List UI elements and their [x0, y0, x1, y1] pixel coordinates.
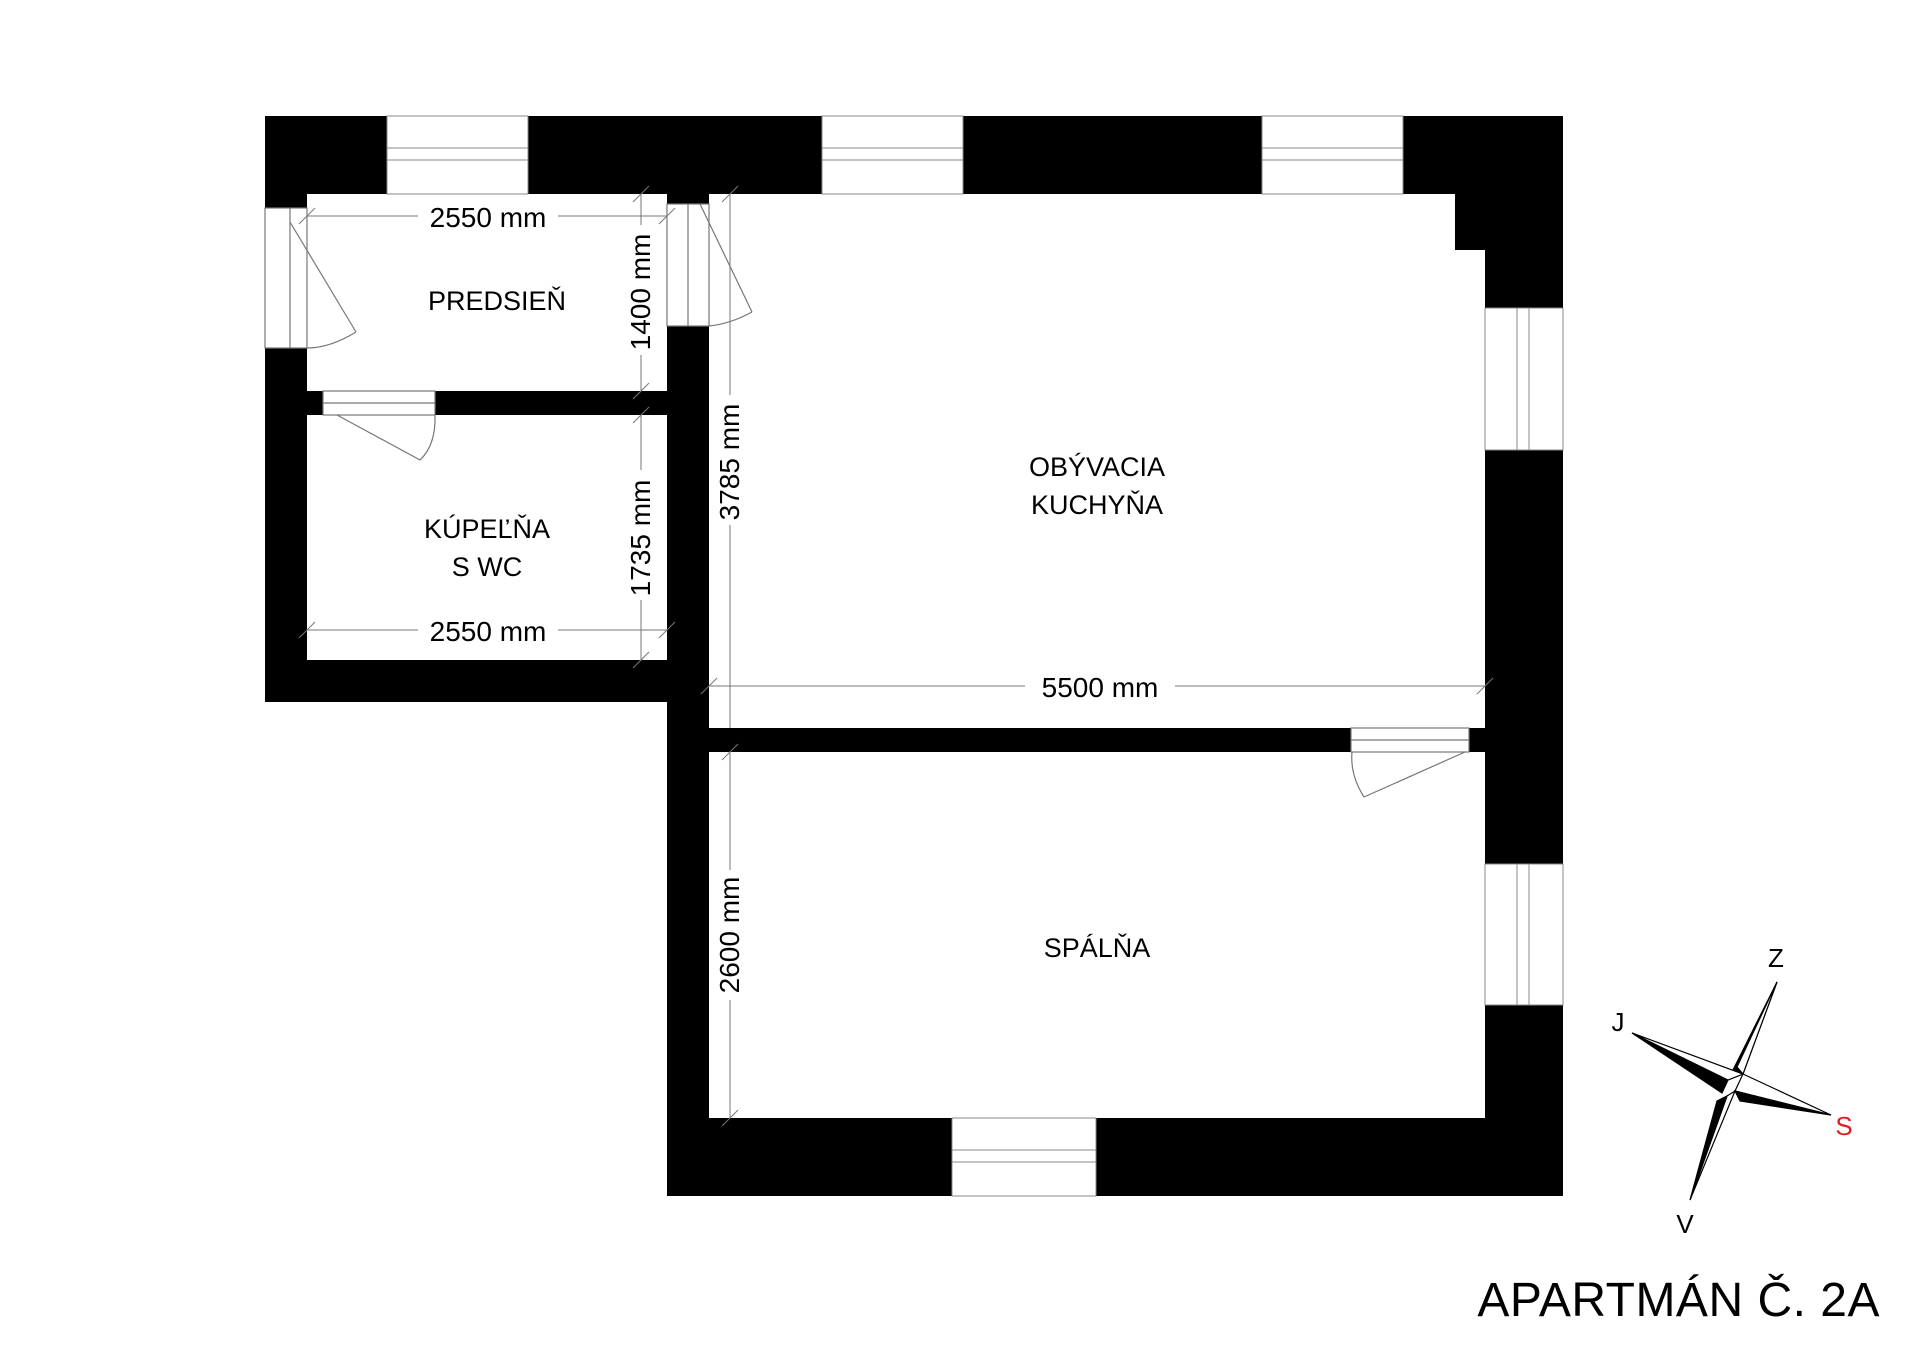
wall-living-bedroom-2 — [1469, 728, 1485, 752]
dimension-lines — [298, 185, 1494, 1127]
wall-corner-pillar-2 — [1485, 194, 1563, 308]
windows — [386, 115, 1564, 1197]
dim-label-backs — [418, 200, 1175, 1000]
room-label-living-2: KUCHYŇA — [1031, 489, 1163, 520]
compass-east-label: S — [1835, 1111, 1852, 1141]
door-entrance — [264, 207, 357, 349]
dim-bath-depth: 1735 mm — [625, 480, 656, 597]
apartment-caption: APARTMÁN Č. 2A — [1477, 1274, 1880, 1327]
window-top-2 — [821, 115, 964, 195]
wall-mid-vertical-2 — [667, 326, 709, 1196]
dim-hall-depth: 1400 mm — [625, 234, 656, 351]
room-label-bath-2: S WC — [452, 552, 523, 582]
door-bedroom — [1350, 727, 1470, 798]
compass-north-label: Z — [1768, 943, 1784, 973]
wall-top-2 — [528, 116, 822, 194]
window-right-1 — [1484, 307, 1564, 451]
wall-top-3 — [963, 116, 1262, 194]
compass-south-label: V — [1676, 1209, 1694, 1239]
window-top-3 — [1261, 115, 1404, 195]
wall-bottom-2 — [1096, 1118, 1563, 1196]
dim-living-depth: 3785 mm — [714, 404, 745, 521]
window-top-1 — [386, 115, 529, 195]
room-label-living-1: OBÝVACIA — [1029, 452, 1165, 482]
door-living — [666, 203, 753, 327]
wall-hall-bath-2 — [435, 391, 667, 415]
wall-right-1 — [1485, 450, 1563, 864]
wall-hall-bath — [307, 391, 323, 415]
dim-bedroom-depth: 2600 mm — [714, 877, 745, 994]
wall-mid-vertical-1 — [667, 194, 709, 204]
compass-rose: Z S V J — [1612, 943, 1853, 1239]
window-right-2 — [1484, 863, 1564, 1006]
wall-bottom-1 — [667, 1118, 952, 1196]
wall-corner-pillar — [1455, 194, 1485, 250]
walls — [265, 116, 1563, 1196]
doors — [264, 203, 1470, 798]
room-label-bedroom: SPÁLŇA — [1044, 932, 1151, 963]
compass-west-label: J — [1612, 1007, 1625, 1037]
wall-left-2 — [265, 348, 307, 702]
wall-living-bedroom-1 — [709, 728, 1351, 752]
wall-top-4 — [1403, 116, 1563, 194]
dim-living-width: 5500 mm — [1042, 672, 1159, 703]
wall-left-1 — [265, 194, 307, 208]
room-label-bath-1: KÚPEĽŇA — [424, 513, 550, 544]
door-bathroom — [322, 390, 436, 461]
dim-hall-width: 2550 mm — [430, 202, 547, 233]
window-bottom — [951, 1117, 1097, 1197]
room-label-hall: PREDSIEŇ — [428, 285, 566, 316]
dim-bath-width: 2550 mm — [430, 616, 547, 647]
wall-bath-bottom — [265, 660, 708, 702]
wall-top-1 — [265, 116, 387, 194]
